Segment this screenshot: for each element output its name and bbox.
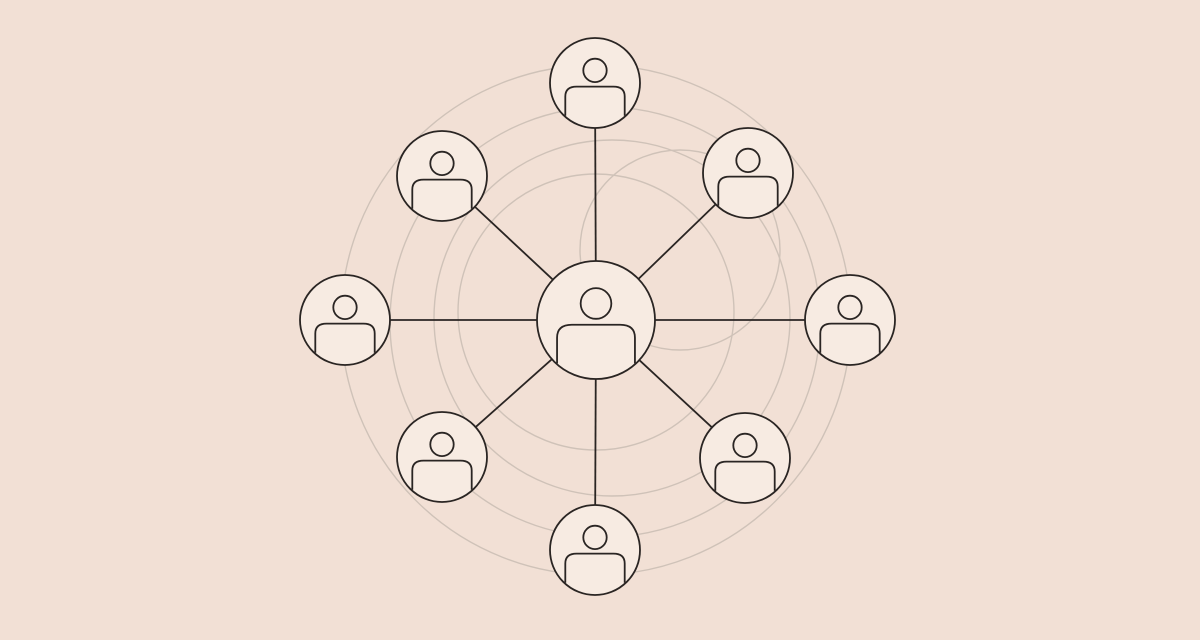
person-icon-top-head (582, 57, 608, 84)
person-icon-left-circle (299, 274, 391, 366)
person-node-bottom-right (699, 412, 791, 504)
person-icon-bottom-left-head (429, 431, 455, 457)
person-node-left (299, 274, 391, 366)
orbit-ring-3 (433, 139, 791, 497)
person-node-right (804, 274, 896, 366)
connection-line-top-right (637, 203, 717, 280)
person-node-bottom (549, 504, 641, 596)
person-icon-left-shoulders (314, 322, 376, 353)
connection-lines (390, 127, 805, 506)
person-icon-top-left-circle (396, 130, 488, 222)
person-node-top-right (702, 127, 794, 219)
hub-person-icon-head (579, 287, 613, 320)
connection-line-bottom-right (638, 359, 713, 429)
person-icon-bottom-right-head (732, 432, 758, 458)
connection-line-bottom-left (475, 358, 553, 428)
connection-line-top (594, 127, 597, 262)
person-icon-left-head (332, 294, 358, 320)
person-icon-top-right-shoulders (717, 175, 779, 206)
person-icon-bottom-right-shoulders (714, 460, 776, 491)
person-icon-bottom-head (582, 524, 608, 551)
connection-line-bottom (594, 378, 597, 506)
person-nodes (299, 37, 896, 596)
person-icon-top-right-head (735, 147, 761, 173)
person-icon-top-left-shoulders (411, 178, 473, 209)
orbit-ring-5 (579, 149, 781, 351)
person-icon-right-circle (804, 274, 896, 366)
person-icon-top-left-head (429, 150, 455, 176)
hub-person-node (536, 260, 656, 380)
person-icon-top-shoulders (564, 85, 626, 116)
hub-person-icon-circle (536, 260, 656, 380)
connection-line-top-left (474, 206, 554, 281)
person-icon-bottom-left-shoulders (411, 459, 473, 490)
person-icon-bottom-shoulders (564, 552, 626, 583)
person-node-bottom-left (396, 411, 488, 503)
person-icon-right-head (837, 294, 863, 320)
person-icon-bottom-right-circle (699, 412, 791, 504)
person-node-top (549, 37, 641, 129)
person-icon-right-shoulders (819, 322, 881, 353)
hub-person-icon-shoulders (556, 323, 636, 364)
person-node-top-left (396, 130, 488, 222)
person-icon-top-right-circle (702, 127, 794, 219)
person-icon-bottom-left-circle (396, 411, 488, 503)
